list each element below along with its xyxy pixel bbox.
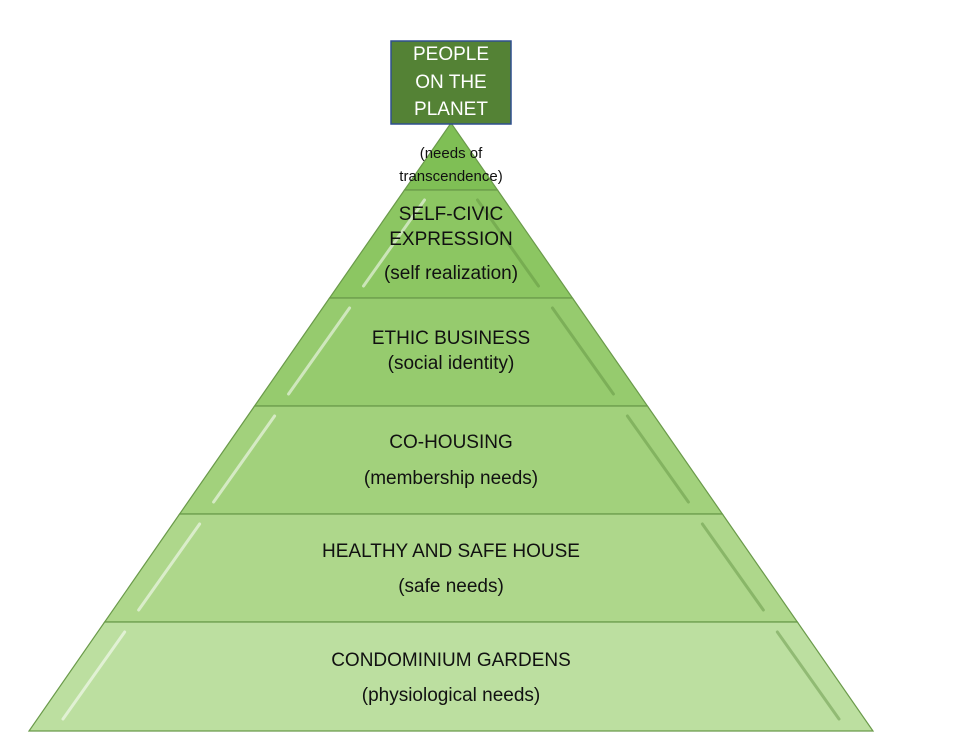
level-6-title: CONDOMINIUM GARDENS: [331, 650, 571, 671]
level-1-subtitle: transcendence): [399, 168, 502, 185]
pyramid-level-5: [103, 513, 799, 623]
level-5-subtitle: (safe needs): [398, 576, 504, 597]
pyramid-level-6: [27, 621, 875, 732]
level-2-title: SELF-CIVIC: [399, 204, 504, 225]
level-bevel-shadow: [476, 198, 540, 288]
top-box: [390, 40, 512, 125]
pyramid-level-4: [178, 405, 724, 515]
level-3-title: ETHIC BUSINESS: [372, 328, 530, 349]
pyramid-levels: (needs of transcendence) SELF-CIVIC EXPRESS…: [27, 121, 875, 732]
level-bevel-shadow: [625, 414, 690, 504]
level-bevel-highlight: [287, 306, 352, 396]
level-4-subtitle: (membership needs): [364, 468, 538, 489]
level-bevel-highlight: [212, 414, 277, 504]
level-bevel-shadow: [775, 630, 841, 721]
level-bevel-highlight: [362, 198, 426, 288]
level-5-title: HEALTHY AND SAFE HOUSE: [322, 541, 580, 562]
level-3-subtitle: (social identity): [388, 353, 515, 374]
level-2-subtitle: (self realization): [384, 263, 518, 284]
level-2-title: EXPRESSION: [389, 229, 513, 250]
level-4-title: CO-HOUSING: [389, 432, 513, 453]
pyramid-level-3: [253, 297, 649, 407]
level-bevel-shadow: [550, 306, 615, 396]
top-box-line-2: ON THE: [415, 72, 486, 93]
top-box-group: PEOPLE ON THE PLANET: [390, 40, 512, 125]
level-6-subtitle: (physiological needs): [362, 685, 541, 706]
level-1-subtitle: (needs of: [420, 145, 483, 162]
top-box-line-3: PLANET: [414, 99, 488, 120]
top-box-line-1: PEOPLE: [413, 44, 489, 65]
level-bevel-highlight: [61, 630, 127, 721]
level-bevel-highlight: [137, 522, 202, 612]
level-bevel-shadow: [700, 522, 765, 612]
